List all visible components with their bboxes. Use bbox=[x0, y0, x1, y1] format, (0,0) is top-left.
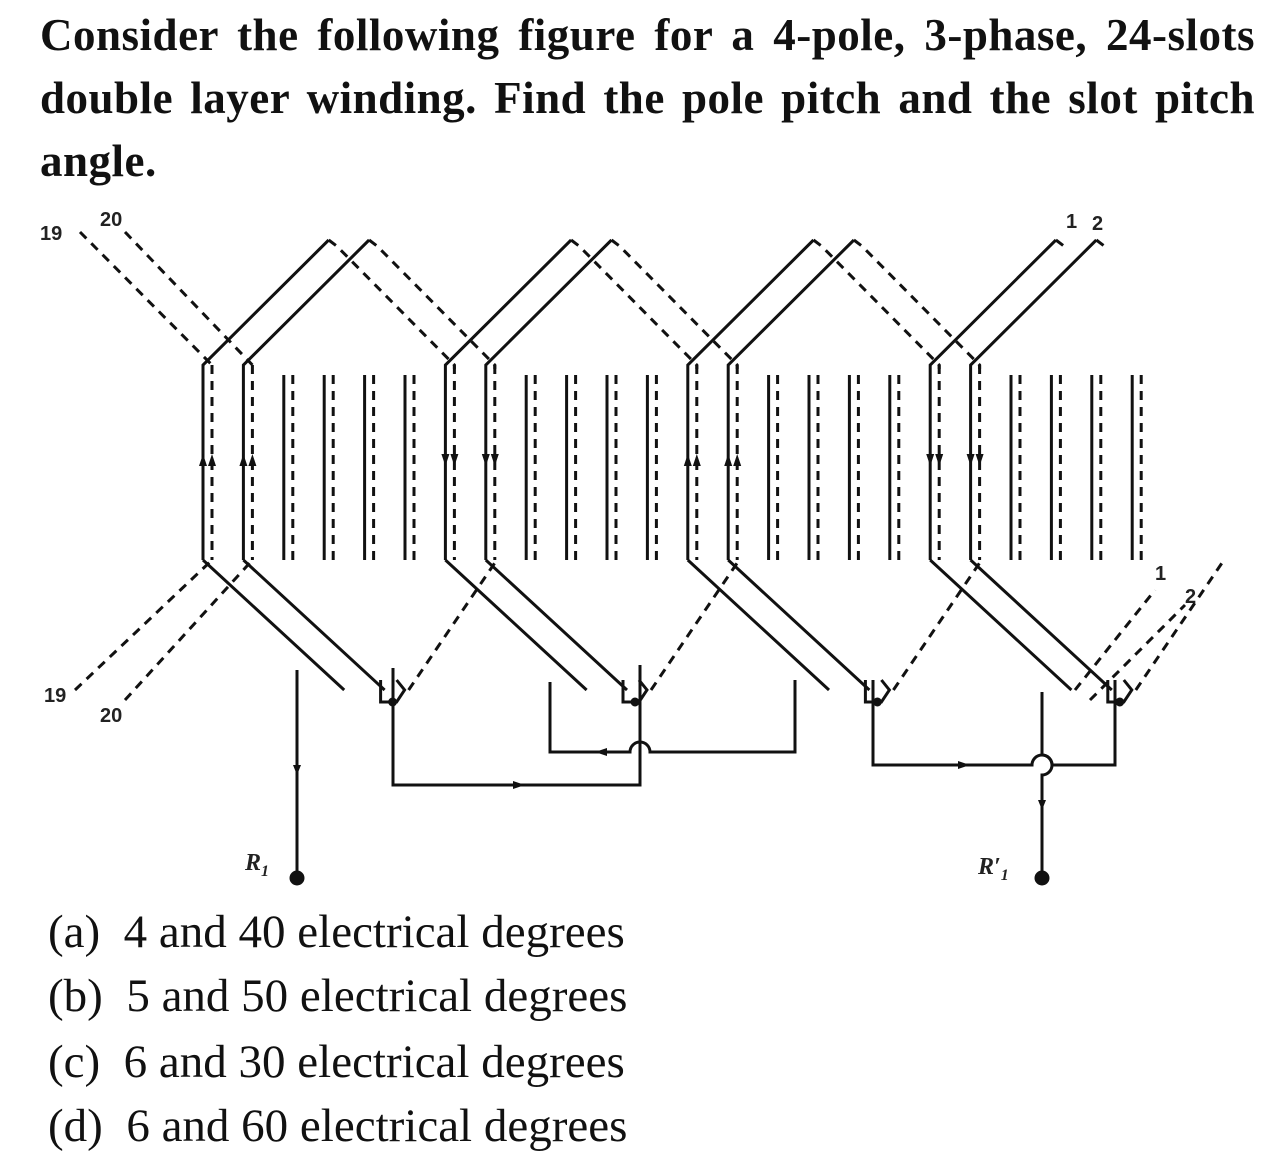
wire-arrow bbox=[1038, 800, 1046, 810]
coil-bottom-side bbox=[201, 558, 346, 692]
current-arrow-down bbox=[481, 454, 490, 466]
coil-top-side bbox=[928, 238, 1057, 560]
coil-bottom-return-dashed bbox=[407, 559, 499, 691]
question-text: Consider the following figure for a 4-po… bbox=[40, 10, 1255, 186]
current-arrow-up bbox=[239, 454, 248, 466]
lead-19-top bbox=[78, 230, 214, 367]
winding-diagram: 19 20 1 2 19 20 1 2 R1 R′1 bbox=[40, 209, 1226, 886]
option-d[interactable]: (d) 6 and 60 electrical degrees bbox=[48, 1100, 628, 1152]
current-arrow-up bbox=[692, 454, 701, 466]
option-b[interactable]: (b) 5 and 50 electrical degrees bbox=[48, 970, 628, 1022]
wire-arrow bbox=[513, 781, 525, 789]
coil-bottom-side bbox=[686, 558, 831, 692]
current-arrow-up bbox=[208, 454, 216, 466]
terminal-r1-prime-dot bbox=[1034, 870, 1050, 886]
current-arrow-up bbox=[733, 454, 742, 466]
current-arrow-down bbox=[441, 454, 450, 466]
wire-arrow bbox=[958, 761, 970, 769]
current-arrow-up bbox=[248, 454, 257, 466]
coil-bottom-side bbox=[727, 558, 871, 692]
terminal-r1-label: R1 bbox=[244, 850, 269, 880]
current-arrow-up bbox=[683, 454, 692, 466]
current-arrow-down bbox=[966, 454, 975, 466]
option-c[interactable]: (c) 6 and 30 electrical degrees bbox=[48, 1036, 625, 1088]
coil-end-overhang-dashed bbox=[610, 238, 739, 369]
lead-20-top bbox=[123, 230, 254, 367]
coil-end-overhang-dashed bbox=[1055, 238, 1065, 248]
connection-wire-2 bbox=[548, 680, 797, 754]
current-arrow-down bbox=[450, 454, 459, 466]
coil-top-side bbox=[241, 238, 371, 560]
coil-bottom-side bbox=[929, 558, 1073, 692]
current-arrow-down bbox=[975, 454, 984, 466]
coil-top-side bbox=[686, 238, 815, 560]
label-19-top: 19 bbox=[40, 223, 62, 245]
coil-bottom-return-dashed bbox=[649, 559, 741, 691]
coil-end-overhang-dashed bbox=[1095, 238, 1106, 248]
label-1-top: 1 bbox=[1066, 211, 1077, 233]
coil-bottom-side bbox=[242, 558, 386, 692]
lead-1-bottom bbox=[1073, 589, 1157, 691]
label-1-bottom: 1 bbox=[1155, 563, 1166, 585]
coil-end-overhang-dashed bbox=[853, 238, 982, 369]
terminal-r1-prime-label: R′1 bbox=[977, 854, 1009, 884]
coil-top-side bbox=[443, 238, 573, 560]
coil-bottom-return-dashed bbox=[1134, 559, 1226, 691]
coil-bottom-side bbox=[969, 558, 1113, 692]
coil-bottom-side bbox=[444, 558, 588, 692]
coil-bottom-return-dashed bbox=[892, 559, 983, 691]
coil-bottom-side bbox=[484, 558, 629, 692]
wire-arrow bbox=[595, 748, 607, 756]
terminal-r1-prime-wire bbox=[1040, 692, 1054, 872]
current-arrow-down bbox=[926, 454, 935, 466]
coil-top-side bbox=[726, 238, 855, 560]
connection-wire-1 bbox=[391, 665, 642, 787]
label-20-top: 20 bbox=[100, 209, 122, 231]
option-a[interactable]: (a) 4 and 40 electrical degrees bbox=[48, 906, 625, 958]
current-arrow-up bbox=[199, 454, 207, 466]
coil-top-side bbox=[969, 238, 1098, 560]
label-2-bottom: 2 bbox=[1185, 586, 1196, 608]
current-arrow-down bbox=[935, 454, 944, 466]
lead-2-bottom bbox=[1088, 603, 1187, 702]
lead-dot bbox=[630, 697, 640, 707]
lead-dot bbox=[1115, 697, 1125, 707]
connection-wire-3 bbox=[871, 680, 1117, 767]
label-19-bottom: 19 bbox=[44, 685, 66, 707]
coil-top-side bbox=[484, 238, 613, 560]
current-arrow-up bbox=[724, 454, 733, 466]
coil-end-overhang-dashed bbox=[368, 238, 497, 369]
wire-arrow bbox=[293, 765, 301, 775]
lead-20-bottom bbox=[123, 558, 254, 702]
label-20-bottom: 20 bbox=[100, 705, 122, 727]
current-arrow-down bbox=[490, 454, 499, 466]
terminal-r1-dot bbox=[289, 870, 305, 886]
label-2-top: 2 bbox=[1092, 213, 1103, 235]
lead-dot bbox=[872, 697, 882, 707]
coil-top-side bbox=[201, 238, 330, 560]
